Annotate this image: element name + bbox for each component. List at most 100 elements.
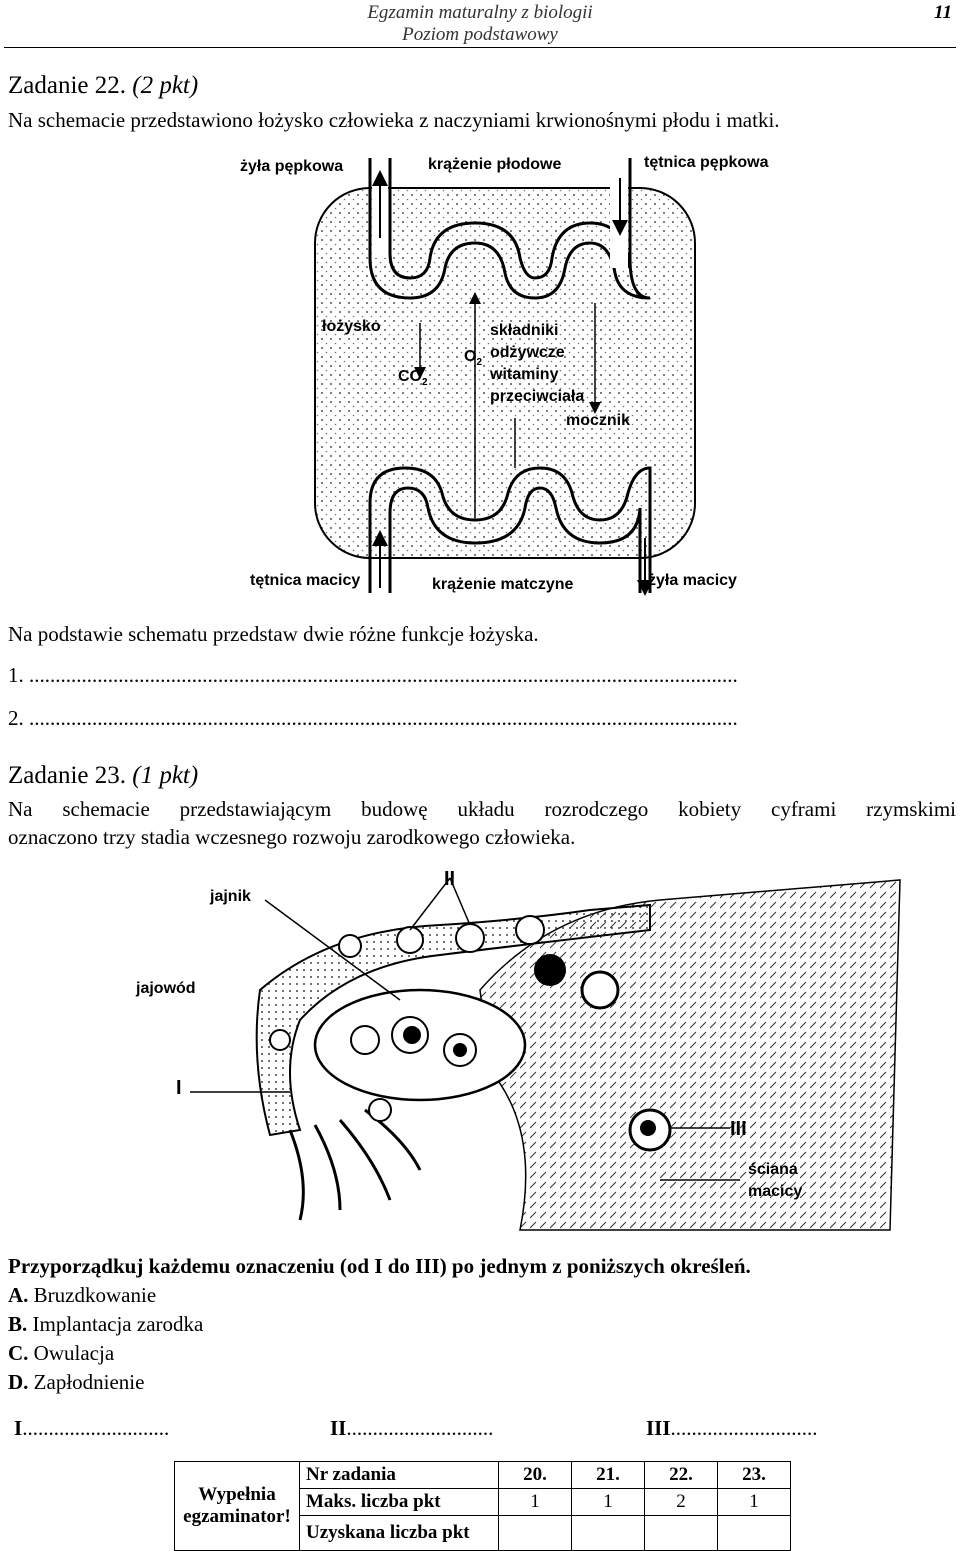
max-points-23: 1 bbox=[717, 1488, 791, 1516]
fetal-vessel-outer bbox=[368, 158, 651, 300]
maternal-vessel-outer bbox=[368, 466, 652, 593]
zygote bbox=[338, 934, 362, 958]
answer-slot-3-dots[interactable]: ............................ bbox=[670, 1416, 818, 1440]
option-d: D. Zapłodnienie bbox=[8, 1368, 144, 1396]
examiner-line1: Wypełnia bbox=[198, 1484, 276, 1505]
option-a: A. Bruzdkowanie bbox=[8, 1281, 156, 1309]
task22-number: Zadanie 22. bbox=[8, 72, 127, 99]
task-number-20: 20. bbox=[498, 1461, 572, 1489]
answer-slot-3-label: III bbox=[646, 1416, 671, 1440]
max-points-22: 2 bbox=[644, 1488, 718, 1516]
max-points-20: 1 bbox=[498, 1488, 572, 1516]
answer-slot-1-label: I bbox=[14, 1416, 23, 1440]
score-table: Wypełnia egzaminator! Nr zadania 20. 21.… bbox=[174, 1461, 791, 1551]
released-egg bbox=[368, 1098, 392, 1122]
scored-points-22[interactable] bbox=[644, 1515, 718, 1551]
label-fetal-circulation: krążenie płodowe bbox=[428, 156, 562, 173]
answer-slot-2[interactable]: II............................ bbox=[330, 1414, 493, 1442]
label-maternal-circulation: krążenie matczyne bbox=[432, 576, 574, 593]
examiner-line2: egzaminator! bbox=[183, 1506, 291, 1527]
task23-number: Zadanie 23. bbox=[8, 762, 127, 789]
task23-points: (1 pkt) bbox=[132, 762, 199, 789]
label-placenta: łożysko bbox=[322, 318, 381, 335]
answer-slot-2-dots[interactable]: ............................ bbox=[346, 1416, 494, 1440]
stage2-pointer-b bbox=[449, 877, 471, 926]
label-stage-2: II bbox=[444, 868, 456, 890]
reproductive-diagram bbox=[190, 877, 901, 1231]
task-number-22: 22. bbox=[644, 1461, 718, 1489]
option-a-letter: A. bbox=[8, 1283, 29, 1307]
label-uterine-wall-1: ściana bbox=[748, 1161, 798, 1178]
page-number: 11 bbox=[934, 2, 952, 23]
scored-points-20[interactable] bbox=[498, 1515, 572, 1551]
implanted-embryo-core bbox=[640, 1120, 656, 1136]
ovary-pointer bbox=[264, 899, 401, 1001]
option-b: B. Implantacja zarodka bbox=[8, 1310, 203, 1338]
label-urea: mocznik bbox=[566, 412, 631, 429]
row-scored-points-label: Uzyskana liczba pkt bbox=[299, 1515, 499, 1551]
label-o2: O2 bbox=[464, 348, 483, 369]
answer-slot-1-dots[interactable]: ............................ bbox=[22, 1416, 170, 1440]
task23-intro-line1: Na schemacie przedstawiającym budowę ukł… bbox=[8, 797, 956, 821]
scored-points-23[interactable] bbox=[717, 1515, 791, 1551]
morula bbox=[515, 915, 545, 945]
label-oviduct: jajowód bbox=[136, 980, 196, 997]
maternal-vessel-inner bbox=[388, 486, 642, 593]
label-uterine-wall-2: macicy bbox=[748, 1183, 803, 1200]
exam-title-line1: Egzamin maturalny z biologii bbox=[367, 2, 593, 23]
label-ovary: jajnik bbox=[210, 888, 251, 905]
blastocyst-1 bbox=[534, 954, 566, 986]
row-max-points-label: Maks. liczba pkt bbox=[299, 1488, 499, 1516]
cleavage-stage-2 bbox=[455, 923, 485, 953]
label-umbilical-vein: żyła pępkowa bbox=[240, 158, 344, 175]
label-uterine-vein: żyła macicy bbox=[648, 572, 737, 589]
option-a-text: Bruzdkowanie bbox=[33, 1283, 157, 1307]
task22-points: (2 pkt) bbox=[132, 72, 199, 99]
stage2-pointer-a bbox=[409, 877, 451, 931]
label-antibodies: przeciwciała bbox=[490, 388, 585, 405]
task-number-23: 23. bbox=[717, 1461, 791, 1489]
egg-in-oviduct bbox=[269, 1029, 291, 1051]
label-nutrients-2: odżywcze bbox=[490, 344, 565, 361]
task22-answer-line-1[interactable]: 1. .....................................… bbox=[8, 663, 738, 687]
option-b-text: Implantacja zarodka bbox=[32, 1312, 204, 1336]
exam-title: Egzamin maturalny z biologii Poziom pods… bbox=[300, 2, 660, 46]
option-d-text: Zapłodnienie bbox=[33, 1370, 145, 1394]
answer-slot-2-label: II bbox=[330, 1416, 347, 1440]
task22-intro: Na schemacie przedstawiono łożysko człow… bbox=[8, 108, 780, 132]
task-number-21: 21. bbox=[571, 1461, 645, 1489]
task22-answer-line-2[interactable]: 2. .....................................… bbox=[8, 706, 738, 730]
answer-slot-3[interactable]: III............................ bbox=[646, 1414, 818, 1442]
blastocyst-2 bbox=[580, 970, 620, 1010]
answer-slot-1[interactable]: I............................ bbox=[14, 1414, 169, 1442]
option-b-letter: B. bbox=[8, 1312, 28, 1336]
examiner-cell: Wypełnia egzaminator! bbox=[174, 1461, 300, 1551]
follicle-3-core bbox=[453, 1043, 467, 1057]
follicle-2-core bbox=[403, 1026, 421, 1044]
task23-question: Przyporządkuj każdemu oznaczeniu (od I d… bbox=[8, 1254, 751, 1278]
header-rule bbox=[4, 47, 956, 48]
label-stage-1: I bbox=[176, 1077, 182, 1099]
option-c-letter: C. bbox=[8, 1341, 29, 1365]
max-points-21: 1 bbox=[571, 1488, 645, 1516]
row-task-number-label: Nr zadania bbox=[299, 1461, 499, 1489]
placenta-diagram bbox=[314, 158, 696, 596]
follicle-1 bbox=[350, 1025, 380, 1055]
task23-title: Zadanie 23. (1 pkt) bbox=[8, 762, 198, 790]
option-d-letter: D. bbox=[8, 1370, 29, 1394]
label-uterine-artery: tętnica macicy bbox=[250, 572, 361, 589]
fimbriae bbox=[288, 1108, 422, 1221]
cleavage-stage-1 bbox=[396, 926, 424, 954]
exam-title-line2: Poziom podstawowy bbox=[402, 24, 558, 45]
scored-points-21[interactable] bbox=[571, 1515, 645, 1551]
task22-title: Zadanie 22. (2 pkt) bbox=[8, 72, 198, 100]
label-stage-3: III bbox=[730, 1118, 747, 1140]
label-nutrients-1: składniki bbox=[490, 322, 559, 339]
task23-intro-line2: oznaczono trzy stadia wczesnego rozwoju … bbox=[8, 825, 576, 849]
page-header: Egzamin maturalny z biologii Poziom pods… bbox=[0, 0, 960, 48]
option-c-text: Owulacja bbox=[33, 1341, 115, 1365]
placenta-body bbox=[314, 187, 696, 559]
label-umbilical-artery: tętnica pępkowa bbox=[644, 154, 769, 171]
task22-question: Na podstawie schematu przedstaw dwie róż… bbox=[8, 622, 539, 646]
label-co2: CO2 bbox=[398, 368, 428, 389]
